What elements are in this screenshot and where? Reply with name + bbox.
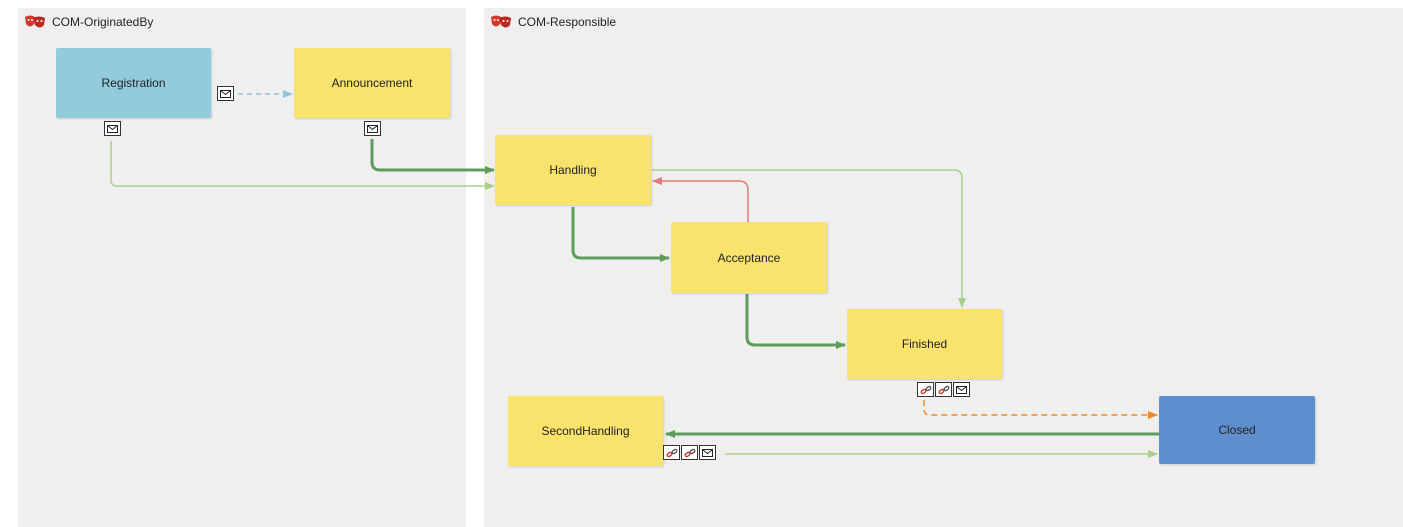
lane-header: COM-Responsible — [490, 14, 616, 30]
node-label: Finished — [901, 337, 948, 351]
chain-link-icon[interactable] — [917, 382, 934, 397]
chain-link-icon[interactable] — [681, 445, 698, 460]
second-handling-badges — [663, 445, 716, 460]
envelope-icon[interactable] — [104, 121, 121, 136]
node-closed[interactable]: Closed — [1159, 396, 1315, 464]
node-label: Announcement — [331, 76, 413, 90]
node-label: SecondHandling — [541, 424, 630, 438]
node-label: Handling — [549, 163, 597, 177]
node-handling[interactable]: Handling — [495, 135, 651, 205]
envelope-icon[interactable] — [217, 86, 234, 101]
finished-badges — [917, 382, 970, 397]
announcement-badges — [364, 121, 381, 136]
chain-link-icon[interactable] — [935, 382, 952, 397]
lane-title: COM-OriginatedBy — [52, 15, 154, 29]
theater-masks-icon — [24, 14, 46, 30]
lane-title: COM-Responsible — [518, 15, 617, 29]
envelope-icon[interactable] — [364, 121, 381, 136]
node-acceptance[interactable]: Acceptance — [671, 222, 827, 293]
lane-header: COM-OriginatedBy — [24, 14, 153, 30]
node-label: Acceptance — [717, 250, 781, 265]
theater-masks-icon — [490, 14, 512, 30]
registration-badges — [104, 121, 121, 136]
node-finished[interactable]: Finished — [847, 309, 1002, 379]
node-second-handling[interactable]: SecondHandling — [508, 396, 663, 466]
registration-message-badge — [217, 86, 234, 101]
node-announcement[interactable]: Announcement — [294, 48, 450, 118]
envelope-icon[interactable] — [953, 382, 970, 397]
envelope-icon[interactable] — [699, 445, 716, 460]
node-label: Closed — [1218, 423, 1256, 437]
node-registration[interactable]: Registration — [56, 48, 211, 118]
node-label: Registration — [101, 76, 166, 90]
chain-link-icon[interactable] — [663, 445, 680, 460]
